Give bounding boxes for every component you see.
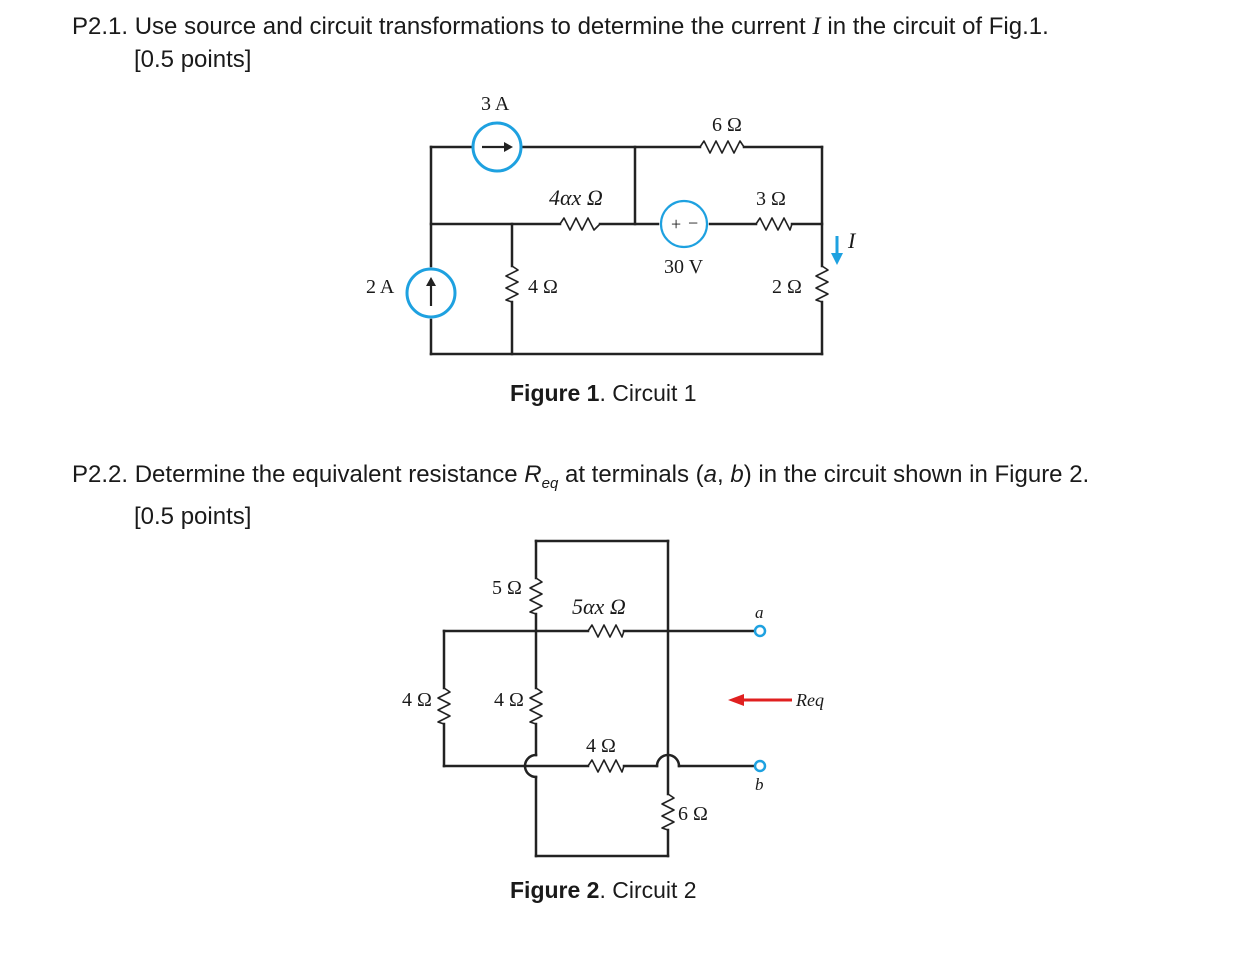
label-terminal-a: a bbox=[755, 603, 764, 622]
circuit-2-diagram: 5 Ω 5αx Ω 4 Ω 4 Ω 4 Ω 6 Ω a b Req bbox=[402, 539, 824, 858]
terminal-b-node bbox=[753, 759, 767, 773]
resistor-5-ohm bbox=[529, 577, 543, 615]
resistor-4-ohm-mid bbox=[529, 687, 543, 725]
resistor-6-ohm bbox=[661, 793, 675, 831]
resistor-5ax-ohm bbox=[587, 624, 625, 638]
req-arrow-head bbox=[728, 694, 744, 706]
caption-rest: . Circuit 2 bbox=[599, 877, 697, 903]
terminal-a-text: a bbox=[703, 461, 718, 488]
current-variable: I bbox=[812, 13, 821, 40]
label-30v: 30 V bbox=[664, 256, 704, 278]
problem-text-mid: at terminals ( bbox=[564, 461, 704, 488]
resistor-6-ohm bbox=[699, 140, 745, 154]
label-current-i: I bbox=[847, 228, 857, 253]
problem-points: [0.5 points] bbox=[134, 502, 252, 530]
resistor-4ax-ohm bbox=[559, 217, 601, 231]
label-4-ohm-mid: 4 Ω bbox=[494, 689, 524, 711]
label-6-ohm: 6 Ω bbox=[712, 114, 742, 136]
label-5-ohm: 5 Ω bbox=[492, 577, 522, 599]
label-5ax-ohm: 5αx Ω bbox=[572, 594, 626, 619]
problem-text-end: ) in the circuit shown in Figure 2. bbox=[743, 461, 1090, 488]
label-4-ohm-bottom: 4 Ω bbox=[586, 735, 616, 757]
label-4-ohm-left: 4 Ω bbox=[402, 689, 432, 711]
label-2-ohm: 2 Ω bbox=[772, 276, 802, 298]
label-4ax-ohm: 4αx Ω bbox=[549, 185, 603, 210]
problem-number: P2.2. bbox=[72, 461, 129, 488]
figure-1-caption: Figure 1. Circuit 1 bbox=[510, 380, 697, 407]
voltage-source-30v bbox=[659, 199, 709, 249]
problem-number: P2.1. bbox=[72, 13, 129, 40]
minus-sign: − bbox=[688, 213, 698, 233]
problem-points: [0.5 points] bbox=[134, 46, 252, 73]
label-2a: 2 A bbox=[366, 276, 395, 298]
label-3a: 3 A bbox=[481, 93, 510, 115]
plus-sign: + bbox=[671, 214, 681, 234]
label-4-ohm: 4 Ω bbox=[528, 276, 558, 298]
terminal-a-node bbox=[753, 624, 767, 638]
problem-2-1: P2.1. Use source and circuit transformat… bbox=[72, 10, 1049, 76]
resistor-2-ohm bbox=[815, 265, 829, 303]
caption-bold: Figure 2 bbox=[510, 877, 600, 903]
problem-2-2: P2.2. Determine the equivalent resistanc… bbox=[72, 458, 1089, 533]
label-terminal-b: b bbox=[755, 775, 764, 794]
resistor-4-ohm-bottom bbox=[587, 759, 625, 773]
label-6-ohm: 6 Ω bbox=[678, 803, 708, 825]
current-arrow-head bbox=[831, 253, 843, 265]
resistor-3-ohm bbox=[755, 217, 793, 231]
req-symbol: Req bbox=[524, 461, 559, 492]
arrow-head bbox=[426, 277, 436, 286]
circuit-1-diagram: + − 3 A 6 Ω 4αx Ω 3 Ω 4 Ω 30 V 2 Ω 2 A I bbox=[366, 93, 857, 356]
problem-text: Determine the equivalent resistance bbox=[134, 461, 518, 488]
problem-text: Use source and circuit transformations t… bbox=[134, 13, 806, 40]
caption-bold: Figure 1 bbox=[510, 380, 600, 406]
terminal-b-text: b bbox=[730, 461, 744, 488]
caption-rest: . Circuit 1 bbox=[599, 380, 697, 406]
problem-text-end: in the circuit of Fig.1. bbox=[827, 13, 1049, 40]
arrow-head bbox=[504, 142, 513, 152]
resistor-4-ohm bbox=[505, 265, 519, 303]
figure-2-caption: Figure 2. Circuit 2 bbox=[510, 877, 697, 904]
resistor-4-ohm-left bbox=[437, 687, 451, 725]
label-3-ohm: 3 Ω bbox=[756, 188, 786, 210]
label-req: Req bbox=[795, 690, 824, 710]
